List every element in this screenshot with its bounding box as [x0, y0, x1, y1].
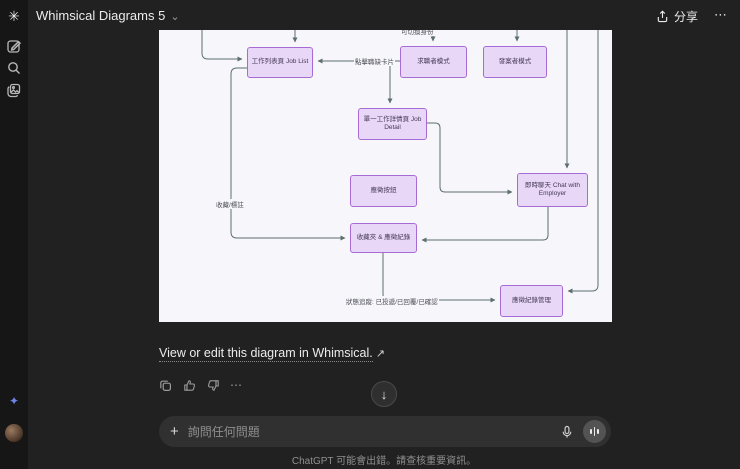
node-seeker-mode[interactable]: 求職者模式: [400, 46, 467, 78]
top-bar: Whimsical Diagrams 5 ⌄ 分享 ⋯: [28, 0, 740, 30]
search-icon[interactable]: [6, 60, 22, 76]
edge-label-click-job-card: 點擊職缺卡片: [354, 56, 395, 66]
node-job-list[interactable]: 工作列表頁 Job List: [247, 47, 313, 78]
node-records-mgmt[interactable]: 應徵紀錄管理: [500, 285, 563, 317]
node-poster-mode[interactable]: 發案者模式: [483, 46, 547, 78]
message-actions: ⋯: [158, 378, 243, 392]
edge-label-switch-identity: 可切換身份: [400, 30, 435, 36]
conversation-title-text: Whimsical Diagrams 5: [36, 8, 166, 23]
chevron-down-icon: ⌄: [170, 11, 180, 23]
message-more-icon[interactable]: ⋯: [230, 378, 243, 392]
edge-label-status-track: 狀態追蹤: 已投遞/已回覆/已確認: [345, 296, 439, 306]
node-job-detail[interactable]: 單一工作詳情頁 Job Detail: [358, 108, 427, 140]
share-button[interactable]: 分享: [656, 6, 698, 26]
voice-mode-button[interactable]: [583, 420, 606, 443]
more-options-icon[interactable]: ⋯: [714, 7, 728, 22]
copy-icon[interactable]: [158, 378, 172, 392]
scroll-to-bottom-button[interactable]: ↓: [371, 381, 397, 407]
conversation-title[interactable]: Whimsical Diagrams 5 ⌄: [36, 8, 180, 23]
share-label: 分享: [673, 9, 698, 24]
prompt-composer[interactable]: +: [159, 416, 611, 447]
library-icon[interactable]: [6, 82, 22, 98]
whimsical-link[interactable]: View or edit this diagram in Whimsical.↗: [159, 346, 385, 362]
share-icon: [657, 10, 668, 22]
new-chat-icon[interactable]: [6, 38, 22, 54]
user-avatar[interactable]: [5, 424, 23, 442]
thumbs-up-icon[interactable]: [182, 378, 196, 392]
node-chat-employer[interactable]: 即時聊天 Chat with Employer: [517, 173, 588, 207]
external-link-arrow-icon: ↗: [375, 348, 385, 360]
sidebar: ✳ ✦: [0, 0, 28, 469]
edge-label-favorite-tag: 收藏/標註: [215, 199, 245, 209]
chatgpt-logo-icon[interactable]: ✳: [8, 8, 20, 24]
prompt-input[interactable]: [187, 424, 560, 439]
node-favorites[interactable]: 收藏夾 & 應徵紀錄: [350, 223, 417, 253]
attach-plus-icon[interactable]: +: [170, 423, 179, 440]
thumbs-down-icon[interactable]: [206, 378, 220, 392]
whimsical-diagram-canvas[interactable]: 工作列表頁 Job List 求職者模式 發案者模式 單一工作詳情頁 Job D…: [159, 30, 612, 322]
node-apply-button[interactable]: 應徵按鈕: [350, 175, 417, 207]
whimsical-link-text[interactable]: View or edit this diagram in Whimsical.: [159, 346, 373, 362]
microphone-icon[interactable]: [560, 425, 574, 439]
disclaimer-text: ChatGPT 可能會出錯。請查核重要資訊。: [291, 456, 477, 467]
upgrade-sparkle-icon[interactable]: ✦: [8, 394, 20, 408]
